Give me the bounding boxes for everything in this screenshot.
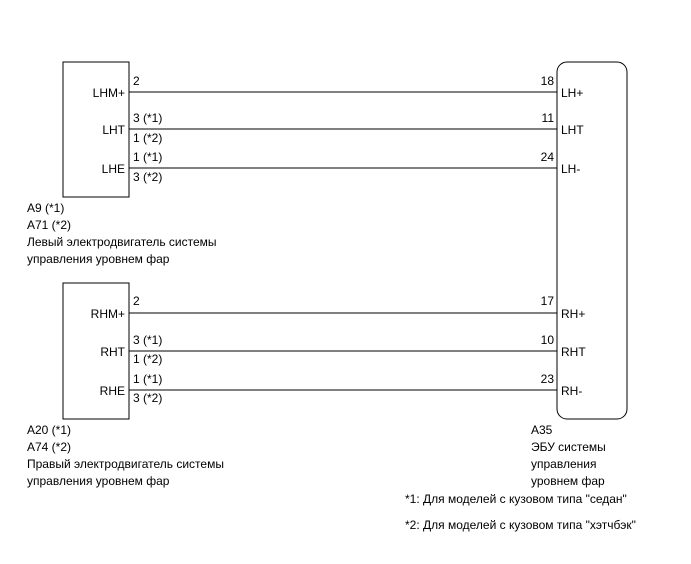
ecu-pin-number: 18 xyxy=(541,74,555,88)
component-name: Левый электродвигатель системы xyxy=(27,235,217,249)
ecu-terminal-label: RHT xyxy=(561,345,586,359)
terminal-label: LHT xyxy=(102,123,125,137)
ecu-pin-number: 17 xyxy=(541,294,555,308)
ecu-box xyxy=(556,61,628,420)
left-motor-caption: A9 (*1) A71 (*2) Левый электродвигатель … xyxy=(27,200,217,268)
pin-number: 2 xyxy=(133,74,140,88)
ecu-terminal-label: RH+ xyxy=(561,307,585,321)
ecu-terminal-label: LH- xyxy=(561,162,580,176)
terminal-label: RHE xyxy=(100,384,125,398)
component-name: Правый электродвигатель системы xyxy=(27,457,224,471)
component-name: уровнем фар xyxy=(531,474,605,488)
component-name: управления уровнем фар xyxy=(27,252,170,266)
terminal-label: LHE xyxy=(102,162,125,176)
ecu-caption: A35 ЭБУ системы управления уровнем фар xyxy=(531,422,606,490)
connector-code: A9 (*1) xyxy=(27,201,65,215)
pin-number: 3 (*1) xyxy=(133,111,162,125)
component-name: ЭБУ системы xyxy=(531,440,606,454)
ecu-terminal-label: LH+ xyxy=(561,86,583,100)
footnote-1: *1: Для моделей с кузовом типа "седан" xyxy=(405,492,627,506)
right-motor-caption: A20 (*1) A74 (*2) Правый электродвигател… xyxy=(27,422,224,490)
pin-number: 1 (*2) xyxy=(133,352,162,366)
ecu-pin-number: 11 xyxy=(542,111,555,125)
pin-number: 3 (*2) xyxy=(133,170,162,184)
terminal-label: RHM+ xyxy=(91,307,125,321)
component-name: управления уровнем фар xyxy=(27,474,170,488)
pin-number: 2 xyxy=(133,294,140,308)
pin-number: 3 (*2) xyxy=(133,391,162,405)
pin-number: 1 (*1) xyxy=(133,150,162,164)
pin-number: 3 (*1) xyxy=(133,333,162,347)
ecu-terminal-label: LHT xyxy=(561,123,584,137)
connector-code: A71 (*2) xyxy=(27,218,72,232)
ecu-pin-number: 24 xyxy=(541,150,555,164)
ecu-terminal-label: RH- xyxy=(561,384,582,398)
component-name: управления xyxy=(531,457,597,471)
connector-code: A20 (*1) xyxy=(27,423,72,437)
terminal-label: RHT xyxy=(100,345,125,359)
ecu-pin-number: 10 xyxy=(541,333,555,347)
pin-number: 1 (*1) xyxy=(133,372,162,386)
footnote-2: *2: Для моделей с кузовом типа "хэтчбэк" xyxy=(405,518,636,532)
terminal-label: LHM+ xyxy=(93,86,125,100)
connector-code: A35 xyxy=(531,423,553,437)
connector-code: A74 (*2) xyxy=(27,440,72,454)
pin-number: 1 (*2) xyxy=(133,131,162,145)
ecu-pin-number: 23 xyxy=(541,372,555,386)
